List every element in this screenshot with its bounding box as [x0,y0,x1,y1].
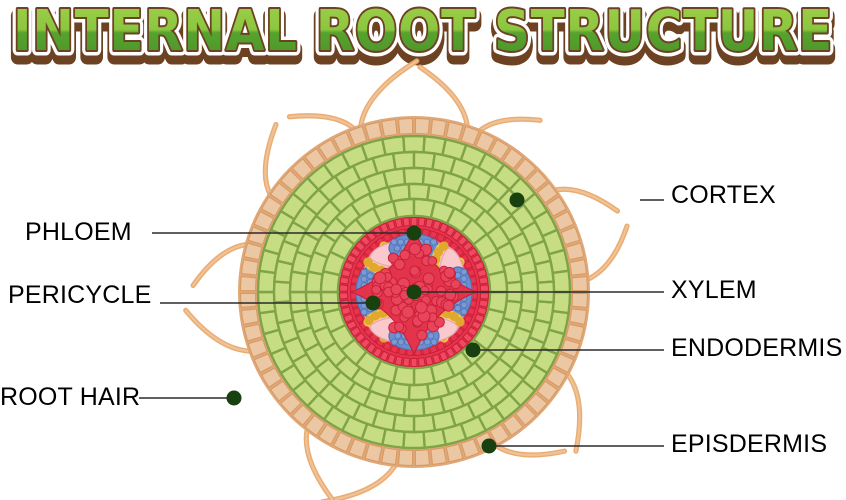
xylem-cell [410,266,419,275]
label-phloem: PHLOEM [25,220,132,245]
epidermis-cell [431,448,447,465]
xylem-cell [374,272,386,284]
xylem-cell [372,285,381,294]
label-root-hair: ROOT HAIR [0,385,140,410]
pericycle-cell [426,219,434,228]
xylem-cell [444,267,455,278]
pericycle-cell [480,293,488,299]
phloem-dot [407,226,422,241]
pericycle-cell [418,218,425,227]
epidermis-cell [398,450,412,466]
cortex-cell [409,384,430,400]
xylem-cell [402,306,414,318]
epidermis-cell [241,293,257,307]
pericycle-cell [340,277,349,284]
epidermis-cell [241,309,258,325]
pericycle-cell [479,300,488,307]
endodermis-dot [466,343,481,358]
cortex-cell [403,136,424,152]
phloem-cell [424,339,430,345]
root-hair [322,464,396,500]
root-hair-dot [227,391,242,406]
label-pericycle: PERICYCLE [8,283,152,308]
label-cortex: CORTEX [671,183,776,208]
epidermis-cell [415,119,429,135]
phloem-cell [461,302,467,308]
epidermis-cell [431,119,447,136]
cortex-cell [404,168,424,184]
xylem-cell [428,257,437,266]
cortex-cell [414,415,435,432]
pericycle-cell [411,358,417,366]
xylem-cell [436,286,446,296]
cortex-cell [404,400,424,416]
pericycle-cell [340,285,348,291]
phloem-cell [391,239,397,245]
phloem-cell [455,305,461,311]
xylem-dot [407,285,422,300]
epidermis-cell [241,276,257,290]
phloem-cell [391,339,397,345]
pericycle-cell [426,356,434,365]
epidermis-cell [415,450,429,466]
pericycle-cell [340,293,348,299]
phloem-cell [428,333,434,339]
phloem-cell [461,309,467,315]
cortex-dot [510,193,525,208]
xylem-cell [416,302,428,314]
xylem-cell [409,243,420,254]
pericycle-dot [366,296,381,311]
epidermis-cell [572,276,588,290]
cortex-cell [409,184,430,200]
pericycle-cell [395,219,403,228]
phloem-cell [398,339,404,345]
label-endodermis: ENDODERMIS [671,336,842,361]
cortex-cell [274,282,290,303]
pericycle-cell [411,218,417,226]
phloem-cell [361,309,367,315]
phloem-cell [361,276,367,282]
xylem-cell [451,280,460,289]
cortex-cell [258,271,275,292]
pericycle-cell [479,277,488,284]
epidermis-cell [570,260,587,276]
label-xylem: XYLEM [671,278,757,303]
epidermis-cell [398,119,412,135]
phloem-cell [395,333,401,339]
phloem-cell [461,269,467,275]
cortex-cell [393,152,414,169]
phloem-cell [394,245,400,251]
cortex-cell [553,271,570,292]
pericycle-cell [418,358,425,367]
phloem-cell [431,339,437,345]
xylem-cell [417,330,427,340]
epidermis-cell [382,119,398,136]
xylem-cell [420,286,428,294]
label-episdermis: EPISDERMIS [671,432,827,457]
phloem-cell [461,276,467,282]
root-hair-highlight [587,226,627,280]
epidermis-cell [241,260,258,276]
cortex-cell [403,432,424,448]
phloem-cell [431,239,437,245]
pericycle-cell [395,356,403,365]
phloem-cell [367,273,373,279]
pericycle-cell [403,218,410,227]
phloem-cell [398,239,404,245]
xylem-cell [394,259,404,269]
epidermis-cell [382,448,398,465]
xylem-cell [443,300,454,311]
phloem-cell [361,269,367,275]
epidermis-cell [570,309,587,325]
pericycle-cell [403,358,410,367]
epidermis-cell [572,293,588,307]
xylem-cell [394,322,403,331]
episdermis-dot [482,439,497,454]
pericycle-cell [480,285,488,291]
root-hair [587,226,627,280]
xylem-cell [423,273,434,284]
cortex-cell [553,292,570,313]
